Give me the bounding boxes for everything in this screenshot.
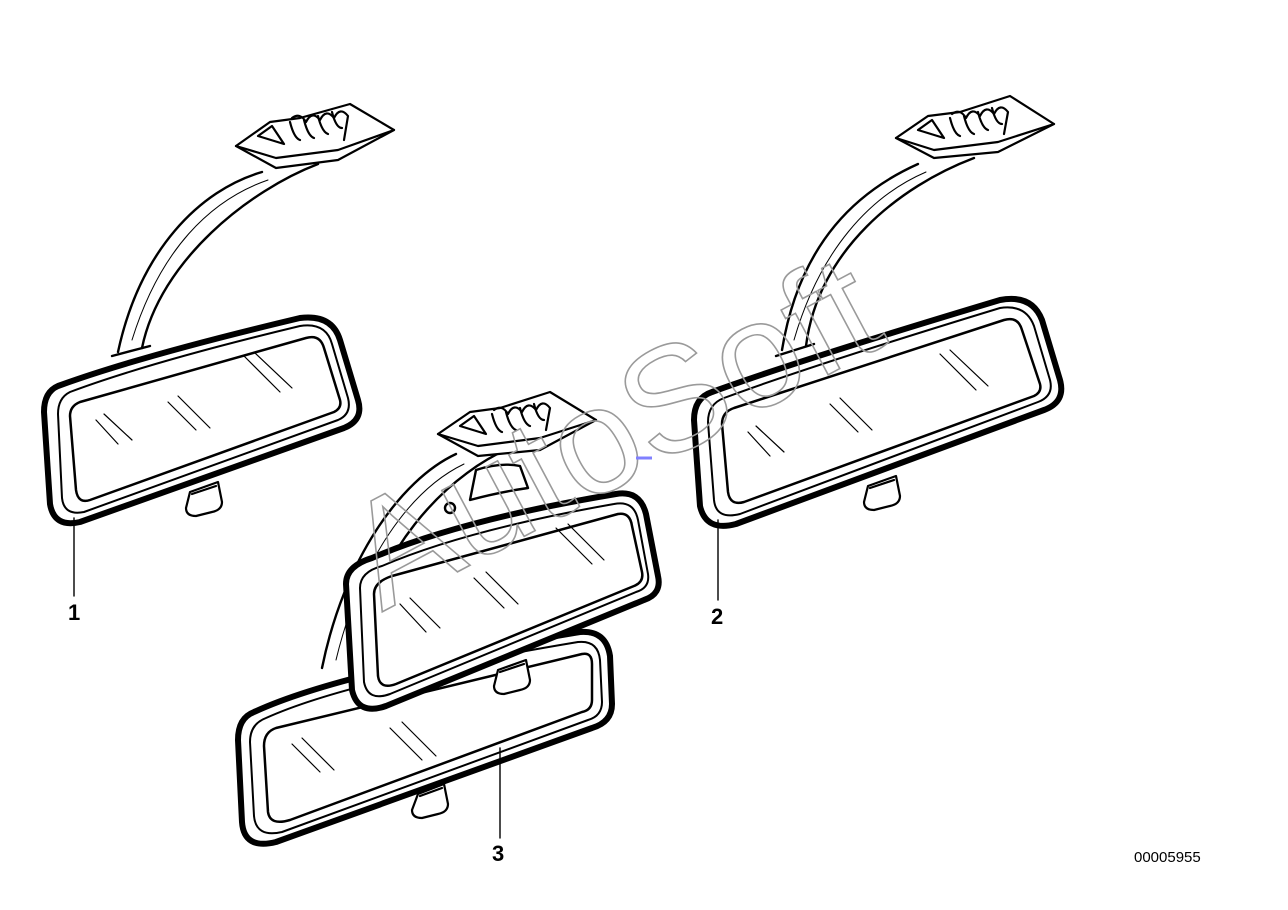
document-number: 00005955 [1134, 849, 1201, 866]
mirror-3 [235, 390, 662, 847]
mirror-2-frame [691, 296, 1065, 529]
mirror-3-mount-base [436, 390, 598, 458]
callout-2: 2 [711, 604, 724, 629]
mirror-1-stem [110, 162, 320, 358]
mirror-1 [41, 102, 396, 597]
mirror-3-upper-tab [492, 658, 532, 696]
callout-1: 1 [68, 600, 81, 625]
mirror-3-lower-tab [410, 782, 450, 820]
mirror-1-mount-base [234, 102, 396, 170]
mirror-1-frame [41, 314, 363, 527]
mirror-2-mount-base [894, 94, 1056, 160]
mirror-1-tab [184, 480, 224, 518]
mirror-3-upper-frame [343, 490, 662, 712]
mirror-2-tab [862, 474, 902, 512]
mirror-1-glass [95, 351, 293, 445]
mirror-2-glass [747, 349, 989, 457]
mirror-2 [691, 94, 1065, 601]
callout-3: 3 [492, 841, 505, 866]
mirror-2-stem [774, 156, 976, 358]
